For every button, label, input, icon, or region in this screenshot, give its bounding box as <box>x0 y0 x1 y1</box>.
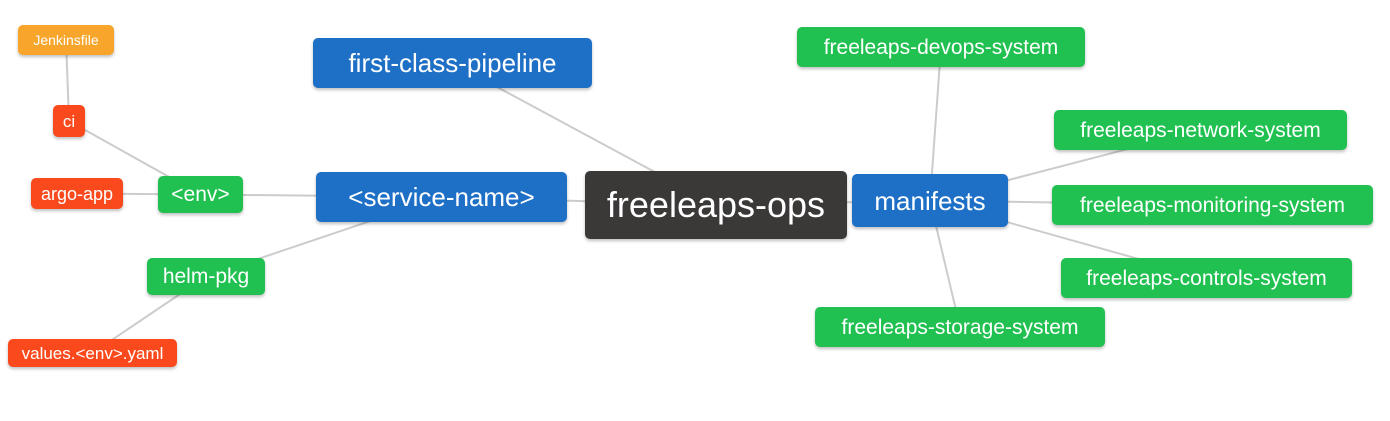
node-service-name[interactable]: <service-name> <box>316 172 567 222</box>
node-freeleaps-storage-system[interactable]: freeleaps-storage-system <box>815 307 1105 347</box>
node-first-class-pipeline[interactable]: first-class-pipeline <box>313 38 592 88</box>
node-env[interactable]: <env> <box>158 176 243 213</box>
node-freeleaps-monitoring-system[interactable]: freeleaps-monitoring-system <box>1052 185 1373 225</box>
node-freeleaps-network-system[interactable]: freeleaps-network-system <box>1054 110 1347 150</box>
node-manifests[interactable]: manifests <box>852 174 1008 227</box>
node-values-env-yaml[interactable]: values.<env>.yaml <box>8 339 177 367</box>
node-helm-pkg[interactable]: helm-pkg <box>147 258 265 295</box>
node-freeleaps-ops[interactable]: freeleaps-ops <box>585 171 847 239</box>
node-argo-app[interactable]: argo-app <box>31 178 123 209</box>
node-freeleaps-controls-system[interactable]: freeleaps-controls-system <box>1061 258 1352 298</box>
node-ci[interactable]: ci <box>53 105 85 137</box>
node-freeleaps-devops-system[interactable]: freeleaps-devops-system <box>797 27 1085 67</box>
node-jenkinsfile[interactable]: Jenkinsfile <box>18 25 114 55</box>
